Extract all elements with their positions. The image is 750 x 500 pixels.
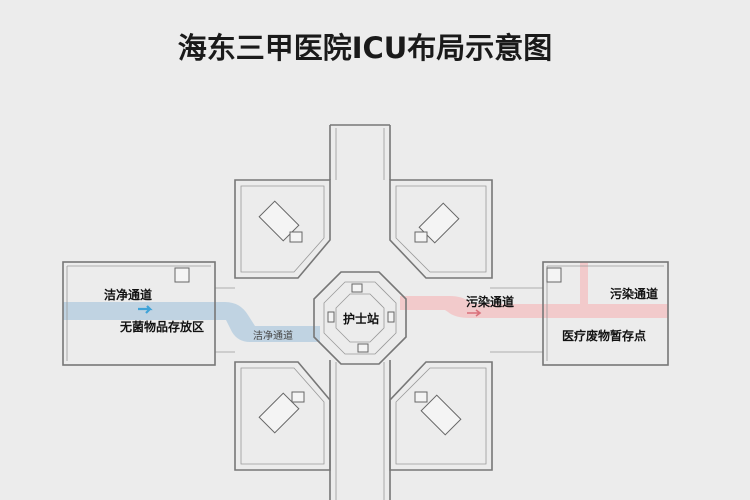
room-top-right [389,179,493,279]
room-bottom-right [389,361,493,471]
label-dirty-corridor-mid: 污染通道 [466,294,514,309]
label-clean-corridor-mid: 洁净通道 [253,329,293,342]
room-bottom-left [234,361,331,471]
label-medical-waste: 医疗废物暂存点 [562,328,646,343]
label-nurse-station: 护士站 [343,311,379,326]
sterile-storage-room [62,261,216,366]
label-clean-corridor-left: 洁净通道 [104,287,152,302]
dirty-arrow-icon [467,309,482,317]
diagram-title: 海东三甲医院ICU布局示意图 [178,31,553,65]
nurse-station [313,271,407,365]
clean-arrow-icon [138,305,153,314]
dirty-path [400,262,668,318]
room-top-left [234,179,331,279]
corridor-walls [215,124,543,500]
clean-path [63,302,320,342]
medical-waste-room [542,261,669,366]
label-dirty-corridor-right: 污染通道 [610,286,658,301]
label-sterile-storage: 无菌物品存放区 [119,319,204,334]
